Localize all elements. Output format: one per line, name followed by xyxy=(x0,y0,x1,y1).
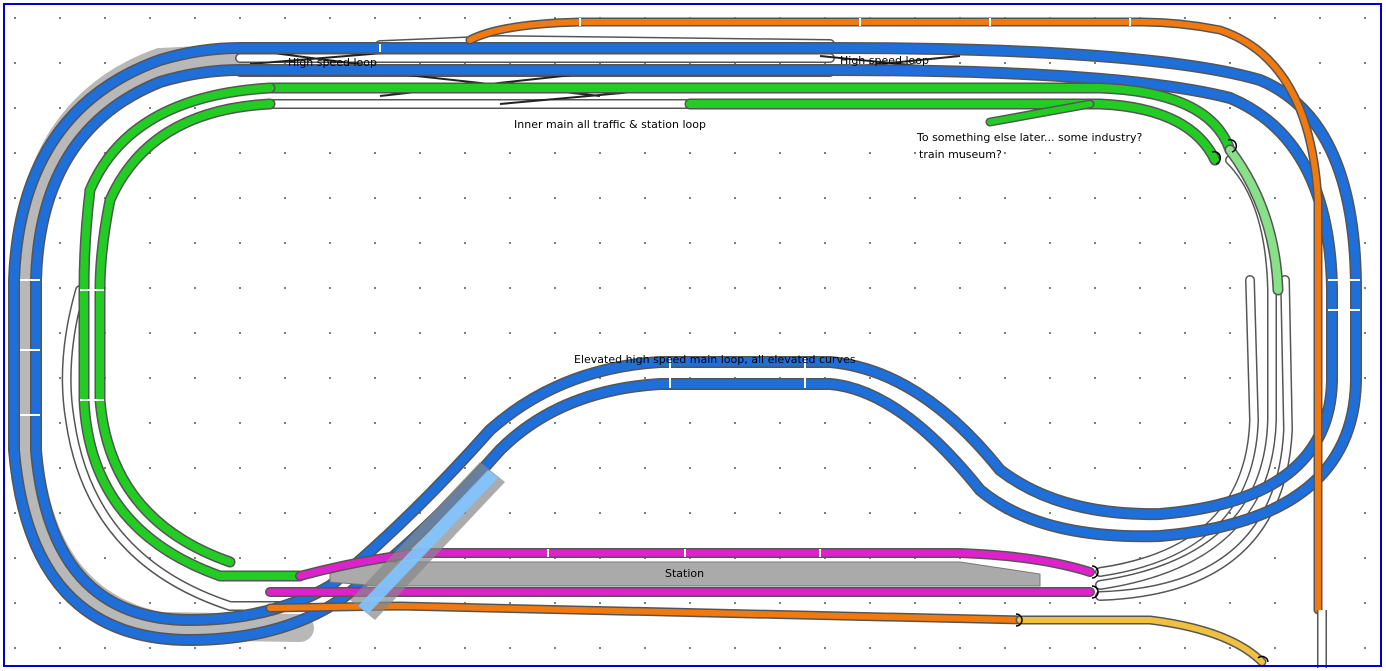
elevated-ramp-highlight xyxy=(358,470,498,614)
high-speed-loops xyxy=(8,42,1362,647)
label-high-speed-left: High speed loop xyxy=(288,56,378,69)
label-high-speed-right: High speed loop xyxy=(840,54,930,67)
label-elevated: Elevated high speed main loop, all eleva… xyxy=(574,353,856,366)
orange-outer-loop xyxy=(265,17,1323,625)
label-industry-line2: train museum? xyxy=(919,148,1002,161)
label-inner-main: Inner main all traffic & station loop xyxy=(514,118,706,131)
station-tracks xyxy=(265,548,1095,597)
track-joiners xyxy=(20,18,1360,557)
inner-main-loop xyxy=(78,82,1284,582)
end-bumpers xyxy=(1015,138,1269,663)
yellow-spur-fill xyxy=(1017,617,1265,665)
layout-frame xyxy=(3,3,1382,667)
label-station: Station xyxy=(665,567,705,580)
label-industry-line1: To something else later... some industry… xyxy=(917,131,1143,144)
